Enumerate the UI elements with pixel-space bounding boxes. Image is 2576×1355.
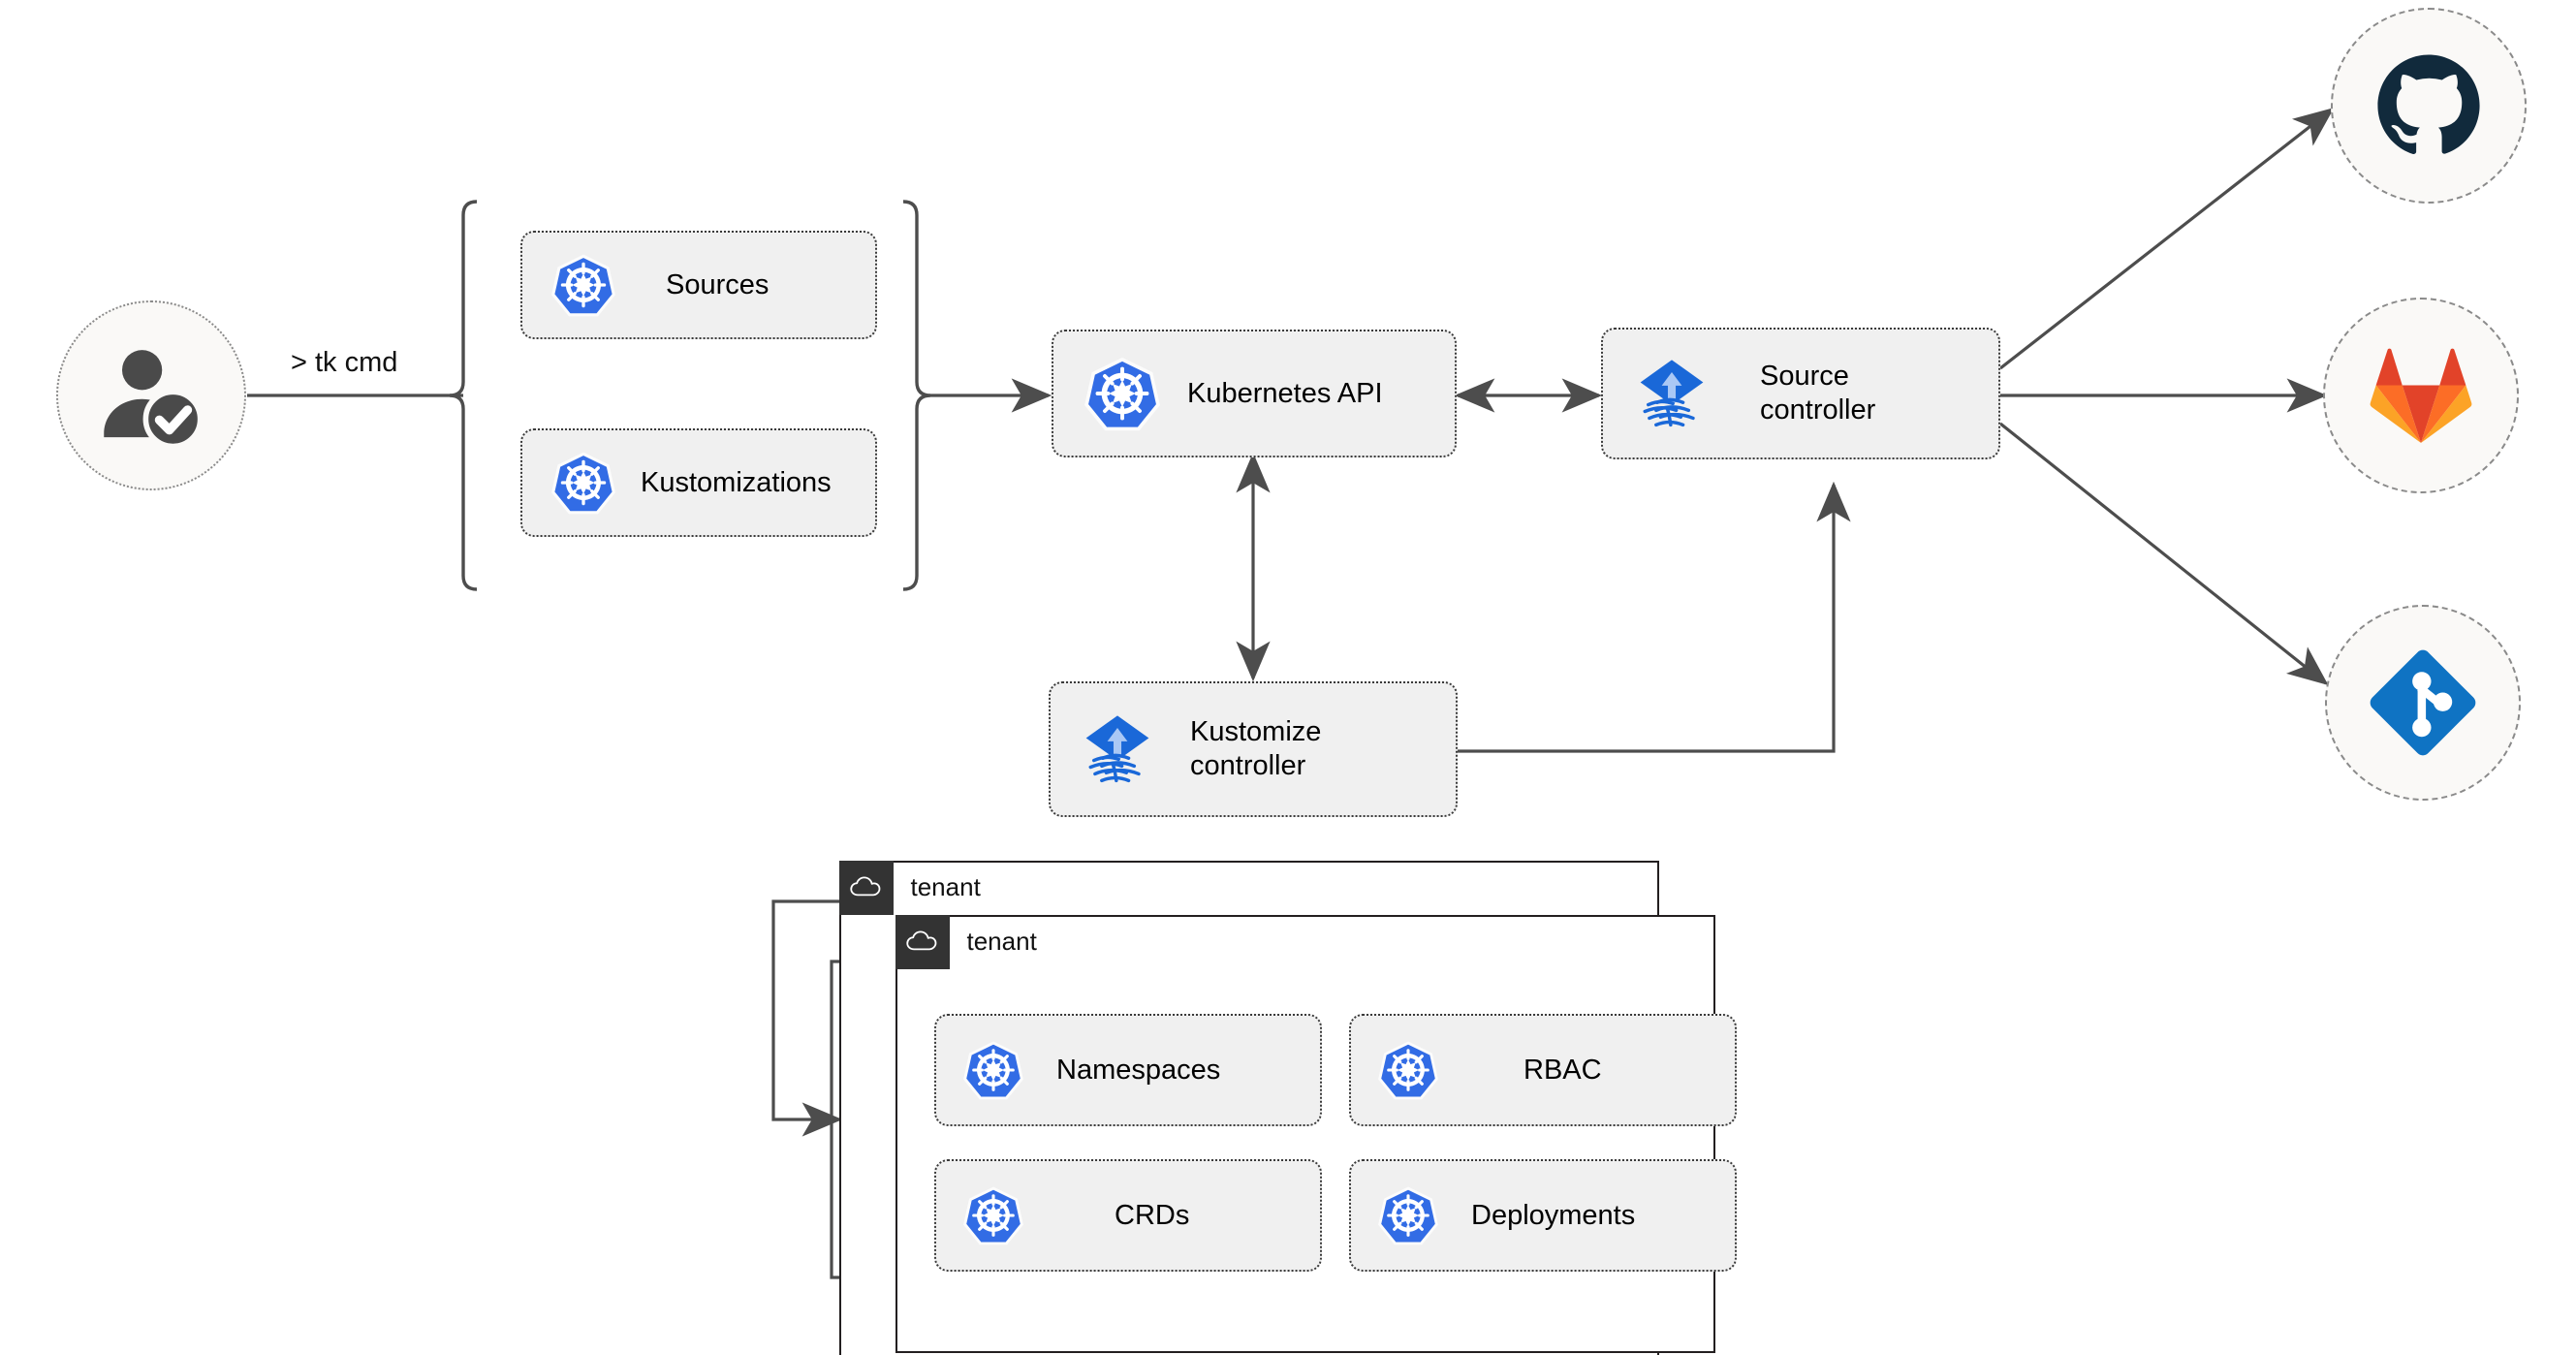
kubernetes-icon: [963, 1185, 1023, 1245]
user-verified-icon: [93, 337, 209, 454]
kustomize-controller-label-line2: controller: [1190, 750, 1306, 781]
kustomize-controller-node[interactable]: Kustomize controller: [1049, 681, 1458, 817]
git-repo-icon: [2363, 643, 2483, 763]
kubernetes-icon: [1084, 356, 1160, 431]
tenant-title: tenant: [966, 927, 1037, 956]
tenant-resource-deployments[interactable]: Deployments: [1349, 1159, 1737, 1272]
gitlab-icon: [2367, 341, 2475, 450]
tenant-resource-crds[interactable]: CRDs: [934, 1159, 1322, 1272]
cloud-chip: [895, 914, 950, 969]
git-provider-gitlab[interactable]: [2323, 298, 2519, 493]
resource-label: Sources: [666, 268, 770, 300]
resource-box-sources[interactable]: Sources: [520, 231, 877, 339]
cloud-chip: [838, 860, 894, 915]
source-controller-label-line1: Source: [1760, 360, 1849, 392]
tenant-window-front[interactable]: tenant Namespaces RBAC CRDs Deployments: [895, 914, 1737, 1353]
tenant-resource-namespaces[interactable]: Namespaces: [934, 1014, 1322, 1126]
tenant-resource-label: Deployments: [1471, 1199, 1636, 1231]
cloud-icon: [849, 874, 884, 900]
tenant-resource-rbac[interactable]: RBAC: [1349, 1014, 1737, 1126]
github-icon: [2372, 49, 2485, 162]
kubernetes-api-label: Kubernetes API: [1187, 377, 1383, 409]
tenant-resource-label: Namespaces: [1056, 1054, 1221, 1086]
kubernetes-icon: [963, 1040, 1023, 1100]
tenant-header: tenant: [838, 860, 981, 915]
kubernetes-icon: [551, 253, 615, 317]
tenant-resource-label: RBAC: [1524, 1054, 1602, 1086]
tenant-header: tenant: [895, 914, 1037, 969]
command-label: > tk cmd: [291, 347, 398, 378]
resource-box-kustomizations[interactable]: Kustomizations: [520, 428, 877, 537]
source-controller-node[interactable]: Source controller: [1601, 328, 2000, 459]
tenant-title: tenant: [910, 872, 981, 901]
git-provider-git[interactable]: [2325, 605, 2521, 801]
cloud-icon: [905, 929, 940, 955]
git-provider-github[interactable]: [2331, 8, 2527, 204]
source-controller-label-line2: controller: [1760, 394, 1876, 425]
kubernetes-api-node[interactable]: Kubernetes API: [1052, 330, 1457, 457]
tenant-resource-label: CRDs: [1115, 1199, 1190, 1231]
flux-icon: [1082, 713, 1153, 785]
kubernetes-icon: [551, 451, 615, 515]
kubernetes-icon: [1378, 1185, 1438, 1245]
kustomize-controller-label-line1: Kustomize: [1190, 715, 1322, 747]
flux-icon: [1636, 358, 1708, 429]
user-actor[interactable]: [56, 300, 246, 490]
resource-label: Kustomizations: [641, 466, 832, 498]
kubernetes-icon: [1378, 1040, 1438, 1100]
